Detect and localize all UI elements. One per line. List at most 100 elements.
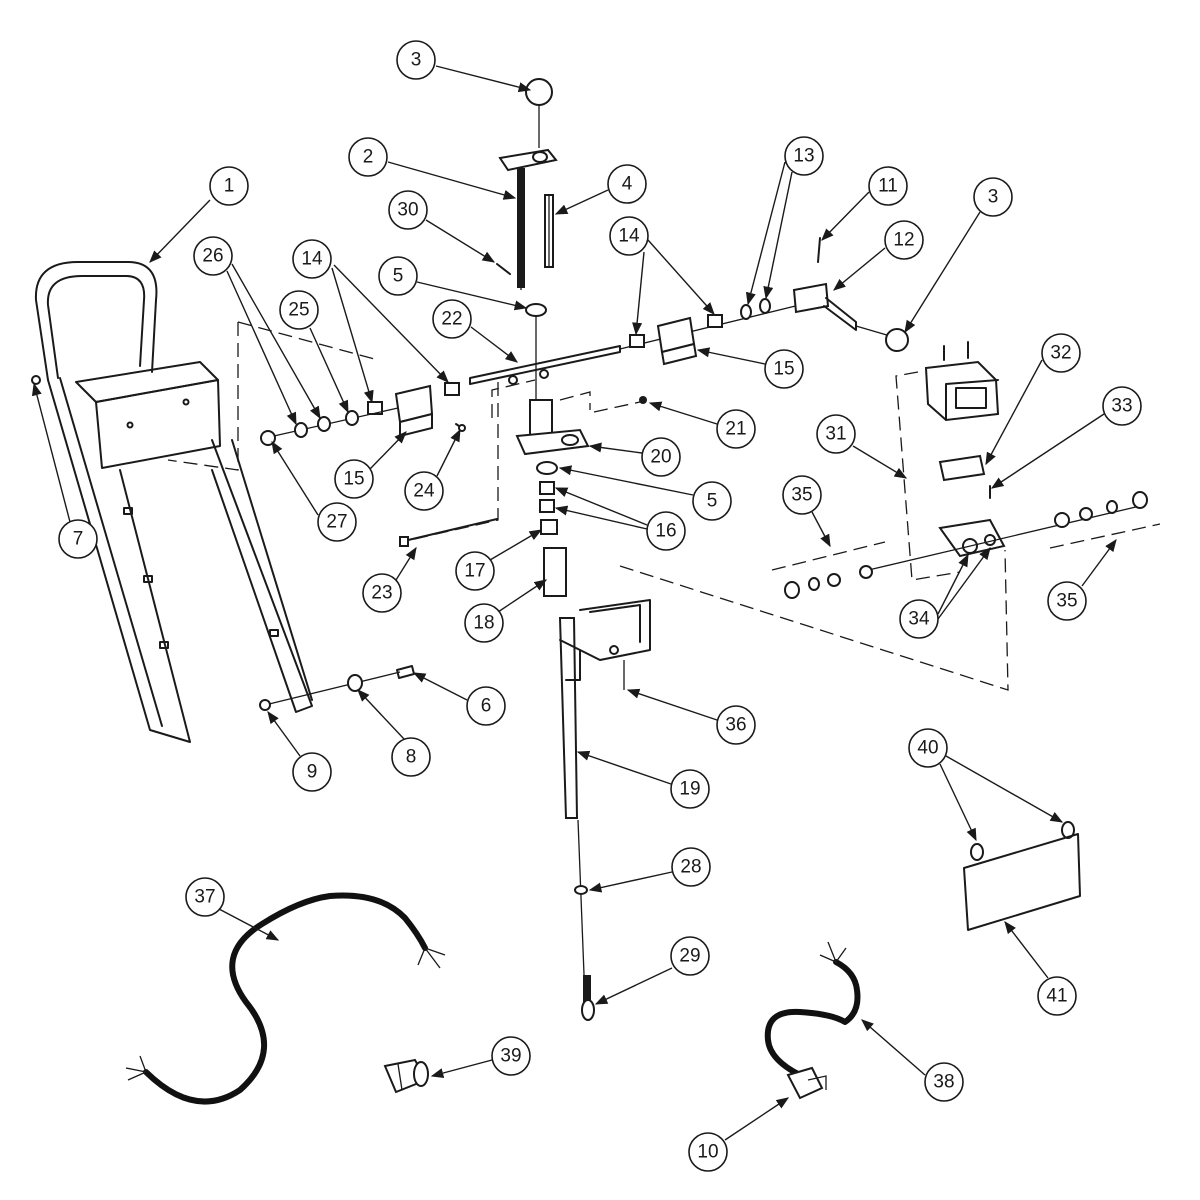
callout-leader-line bbox=[945, 755, 1064, 823]
callout-c2: 2 bbox=[348, 137, 517, 200]
callout-leader-line bbox=[430, 1059, 493, 1078]
callout-number: 39 bbox=[500, 1046, 521, 1067]
callout-leader-line bbox=[1081, 538, 1117, 587]
lower-hardware-stack bbox=[536, 461, 558, 535]
callout-number: 3 bbox=[988, 187, 999, 208]
callout-number: 23 bbox=[371, 583, 392, 604]
callout-leader-line bbox=[218, 908, 280, 941]
callout-circle bbox=[348, 137, 388, 177]
spacer-left-b bbox=[367, 401, 383, 415]
callout-number: 14 bbox=[618, 226, 640, 247]
main-shaft-part bbox=[469, 316, 621, 400]
callout-number: 18 bbox=[473, 613, 494, 634]
callout-c15b: 15 bbox=[696, 347, 804, 389]
callout-c14b: 14 bbox=[609, 216, 715, 336]
callout-circle bbox=[464, 603, 504, 643]
callout-number: 15 bbox=[343, 469, 364, 490]
callout-c35a: 35 bbox=[782, 475, 831, 548]
callout-c37: 37 bbox=[185, 877, 280, 941]
callout-circle bbox=[362, 573, 402, 613]
callout-leader-line bbox=[632, 251, 645, 336]
callout-number: 9 bbox=[307, 762, 318, 783]
callout-number: 29 bbox=[679, 946, 700, 967]
callout-leader-line bbox=[412, 672, 468, 701]
spacer-left-a bbox=[444, 382, 460, 396]
callout-leader-line bbox=[937, 553, 969, 615]
callout-c29: 29 bbox=[594, 936, 710, 1005]
callout-circle bbox=[1037, 976, 1077, 1016]
callout-number: 35 bbox=[1056, 591, 1077, 612]
callout-circle bbox=[607, 164, 647, 204]
callout-number: 5 bbox=[707, 491, 718, 512]
callout-number: 2 bbox=[363, 147, 374, 168]
callout-leader-line bbox=[576, 750, 672, 785]
callout-leader-line bbox=[149, 199, 211, 263]
callout-leader-line bbox=[558, 465, 694, 496]
tag-plate-part bbox=[963, 821, 1081, 931]
callout-c21: 21 bbox=[648, 401, 756, 449]
sleeve-part bbox=[543, 547, 567, 597]
handle-frame-part bbox=[31, 261, 313, 743]
callout-labels: 1233455678910111213141415151617181920212… bbox=[31, 40, 1142, 1172]
callout-number: 3 bbox=[411, 50, 422, 71]
callout-c3a: 3 bbox=[396, 40, 532, 93]
callout-circle bbox=[455, 551, 495, 591]
callout-circle bbox=[292, 239, 332, 279]
callout-number: 37 bbox=[194, 887, 215, 908]
callout-leader-line bbox=[939, 763, 977, 842]
callout-c20: 20 bbox=[588, 437, 681, 477]
callout-number: 38 bbox=[933, 1072, 954, 1093]
callout-circle bbox=[388, 190, 428, 230]
callout-leader-line bbox=[31, 382, 71, 523]
callout-c33: 33 bbox=[990, 386, 1142, 489]
callout-circle bbox=[782, 475, 822, 515]
callout-c18: 18 bbox=[464, 579, 548, 643]
callout-c13: 13 bbox=[745, 136, 824, 306]
callout-number: 40 bbox=[917, 738, 938, 759]
callout-circle bbox=[816, 414, 856, 454]
callout-number: 16 bbox=[655, 521, 676, 542]
callout-number: 13 bbox=[793, 146, 814, 167]
callout-c8: 8 bbox=[357, 689, 431, 777]
washer-top-part bbox=[525, 303, 547, 317]
callout-circle bbox=[292, 752, 332, 792]
callout-circle bbox=[1047, 581, 1087, 621]
callout-circle bbox=[432, 299, 472, 339]
callout-number: 31 bbox=[825, 424, 846, 445]
callout-c35b: 35 bbox=[1047, 538, 1117, 621]
bracket-left-part bbox=[394, 384, 434, 438]
callout-circle bbox=[641, 437, 681, 477]
callout-c40: 40 bbox=[908, 728, 1064, 842]
callout-leader-line bbox=[904, 211, 981, 334]
callout-c6: 6 bbox=[412, 672, 506, 726]
washer-stack-left bbox=[260, 407, 399, 446]
callout-circle bbox=[185, 877, 225, 917]
callout-leader-line bbox=[648, 401, 718, 425]
callout-c36: 36 bbox=[626, 688, 756, 745]
callout-c17: 17 bbox=[455, 529, 543, 591]
callout-leader-line bbox=[231, 263, 321, 420]
callout-number: 14 bbox=[301, 249, 323, 270]
callout-number: 22 bbox=[441, 309, 462, 330]
callout-number: 41 bbox=[1046, 986, 1067, 1007]
callout-number: 7 bbox=[73, 529, 84, 550]
callout-number: 21 bbox=[725, 419, 746, 440]
callout-leader-line bbox=[588, 871, 673, 893]
callout-c19: 19 bbox=[576, 750, 710, 809]
callout-leader-line bbox=[554, 487, 648, 526]
callout-leader-line bbox=[647, 239, 715, 315]
threaded-rod-part bbox=[498, 148, 558, 290]
connector-group-left bbox=[784, 565, 873, 599]
callout-leader-line bbox=[425, 219, 496, 263]
callout-leader-line bbox=[271, 440, 319, 516]
callout-leader-line bbox=[937, 546, 991, 620]
callout-number: 35 bbox=[791, 485, 812, 506]
callout-number: 5 bbox=[393, 266, 404, 287]
eye-bolt-part bbox=[574, 819, 595, 1021]
callout-circle bbox=[868, 166, 908, 206]
callout-c5b: 5 bbox=[558, 465, 732, 521]
callout-leader-line bbox=[309, 327, 349, 414]
callout-circle bbox=[404, 471, 444, 511]
vertical-tube-part bbox=[558, 599, 651, 819]
